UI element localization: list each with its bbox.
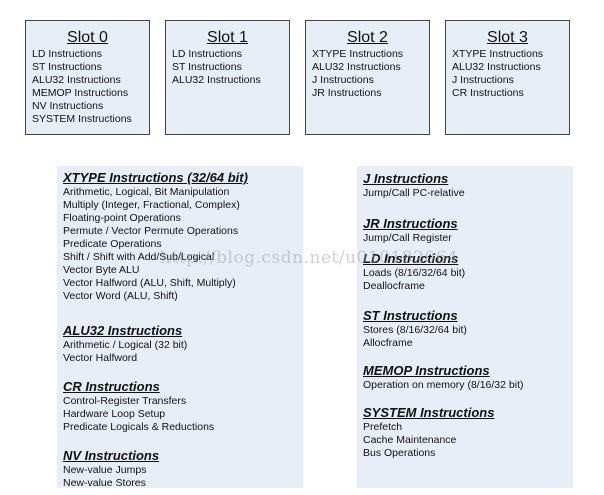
slot-title: Slot 2: [347, 29, 388, 46]
section-item: Control-Register Transfers: [63, 395, 187, 407]
section-title: JR Instructions: [363, 216, 458, 231]
slot-item: LD Instructions: [172, 48, 243, 60]
slot-item: ALU32 Instructions: [172, 74, 261, 86]
slot-item: SYSTEM Instructions: [32, 113, 132, 125]
section-item: Arithmetic / Logical (32 bit): [63, 339, 188, 351]
section-title: XTYPE Instructions (32/64 bit): [63, 170, 248, 185]
slot-item: J Instructions: [312, 74, 374, 86]
section-item: Jump/Call Register: [363, 232, 452, 244]
section-title: MEMOP Instructions: [363, 363, 490, 378]
section-title: ALU32 Instructions: [63, 323, 183, 338]
section-item: Loads (8/16/32/64 bit): [363, 267, 466, 279]
section-item: Deallocframe: [363, 280, 425, 292]
slot-item: LD Instructions: [32, 48, 103, 60]
slot-item: J Instructions: [452, 74, 514, 86]
section-title: LD Instructions: [363, 251, 459, 266]
section-item: Floating-point Operations: [63, 212, 181, 224]
slot-item: MEMOP Instructions: [32, 87, 129, 99]
slot-item: ALU32 Instructions: [32, 74, 121, 86]
section-item: Prefetch: [363, 421, 403, 433]
slot-title: Slot 0: [67, 29, 108, 46]
section-item: Cache Maintenance: [363, 434, 457, 446]
section-item: Permute / Vector Permute Operations: [63, 225, 239, 237]
section-title: CR Instructions: [63, 379, 160, 394]
slot-item: JR Instructions: [312, 87, 382, 99]
slot-item: ST Instructions: [32, 61, 102, 73]
section-item: New-value Stores: [63, 477, 146, 489]
section-item: Hardware Loop Setup: [63, 408, 166, 420]
section-title: ST Instructions: [363, 308, 458, 323]
section-item: Arithmetic, Logical, Bit Manipulation: [63, 186, 230, 198]
section-item: Vector Word (ALU, Shift): [63, 290, 178, 302]
section-item: Vector Byte ALU: [63, 264, 140, 276]
instruction-section: XTYPE Instructions (32/64 bit)Arithmetic…: [63, 170, 303, 303]
slot-title: Slot 3: [487, 29, 528, 46]
section-item: Jump/Call PC-relative: [363, 187, 465, 199]
section-item: Shift / Shift with Add/Sub/Logical: [63, 251, 215, 263]
section-item: Vector Halfword (ALU, Shift, Multiply): [63, 277, 236, 289]
slot-item: XTYPE Instructions: [312, 48, 404, 60]
section-item: Vector Halfword: [63, 352, 138, 364]
slot-item: ST Instructions: [172, 61, 242, 73]
section-item: Stores (8/16/32/64 bit): [363, 324, 467, 336]
left-panel: XTYPE Instructions (32/64 bit)Arithmetic…: [57, 166, 303, 490]
section-item: Operation on memory (8/16/32 bit): [363, 379, 524, 391]
section-title: J Instructions: [363, 171, 449, 186]
section-item: Multiply (Integer, Fractional, Complex): [63, 199, 240, 211]
slot-title: Slot 1: [207, 29, 248, 46]
section-item: New-value Jumps: [63, 464, 147, 476]
slot-item: CR Instructions: [452, 87, 524, 99]
section-title: NV Instructions: [63, 448, 160, 463]
slot-item: NV Instructions: [32, 100, 104, 112]
section-title: SYSTEM Instructions: [363, 405, 495, 420]
slot-item: XTYPE Instructions: [452, 48, 544, 60]
section-item: Bus Operations: [363, 447, 436, 459]
section-item: Predicate Logicals & Reductions: [63, 421, 215, 433]
slot-item: ALU32 Instructions: [452, 61, 541, 73]
watermark: http://blog.csdn.net/u010182064: [160, 248, 459, 268]
section-item: Allocframe: [363, 337, 413, 349]
slot-item: ALU32 Instructions: [312, 61, 401, 73]
section-item: Predicate Operations: [63, 238, 162, 250]
